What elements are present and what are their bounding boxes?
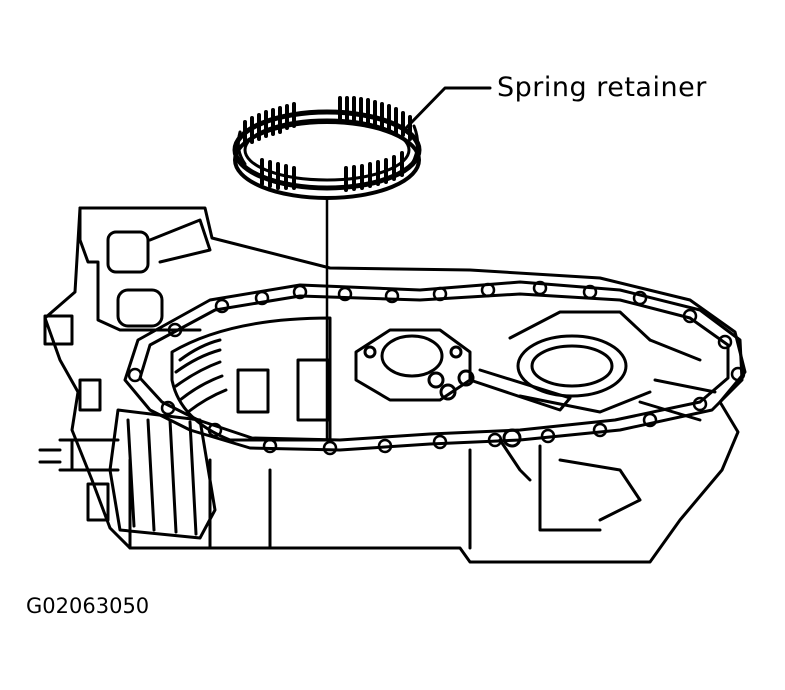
transaxle-housing xyxy=(38,206,747,564)
spring-retainer-label: Spring retainer xyxy=(497,72,707,103)
figure-code: G02063050 xyxy=(26,594,150,618)
callout-leader-line xyxy=(404,86,492,130)
spring-retainer-part xyxy=(232,96,422,200)
